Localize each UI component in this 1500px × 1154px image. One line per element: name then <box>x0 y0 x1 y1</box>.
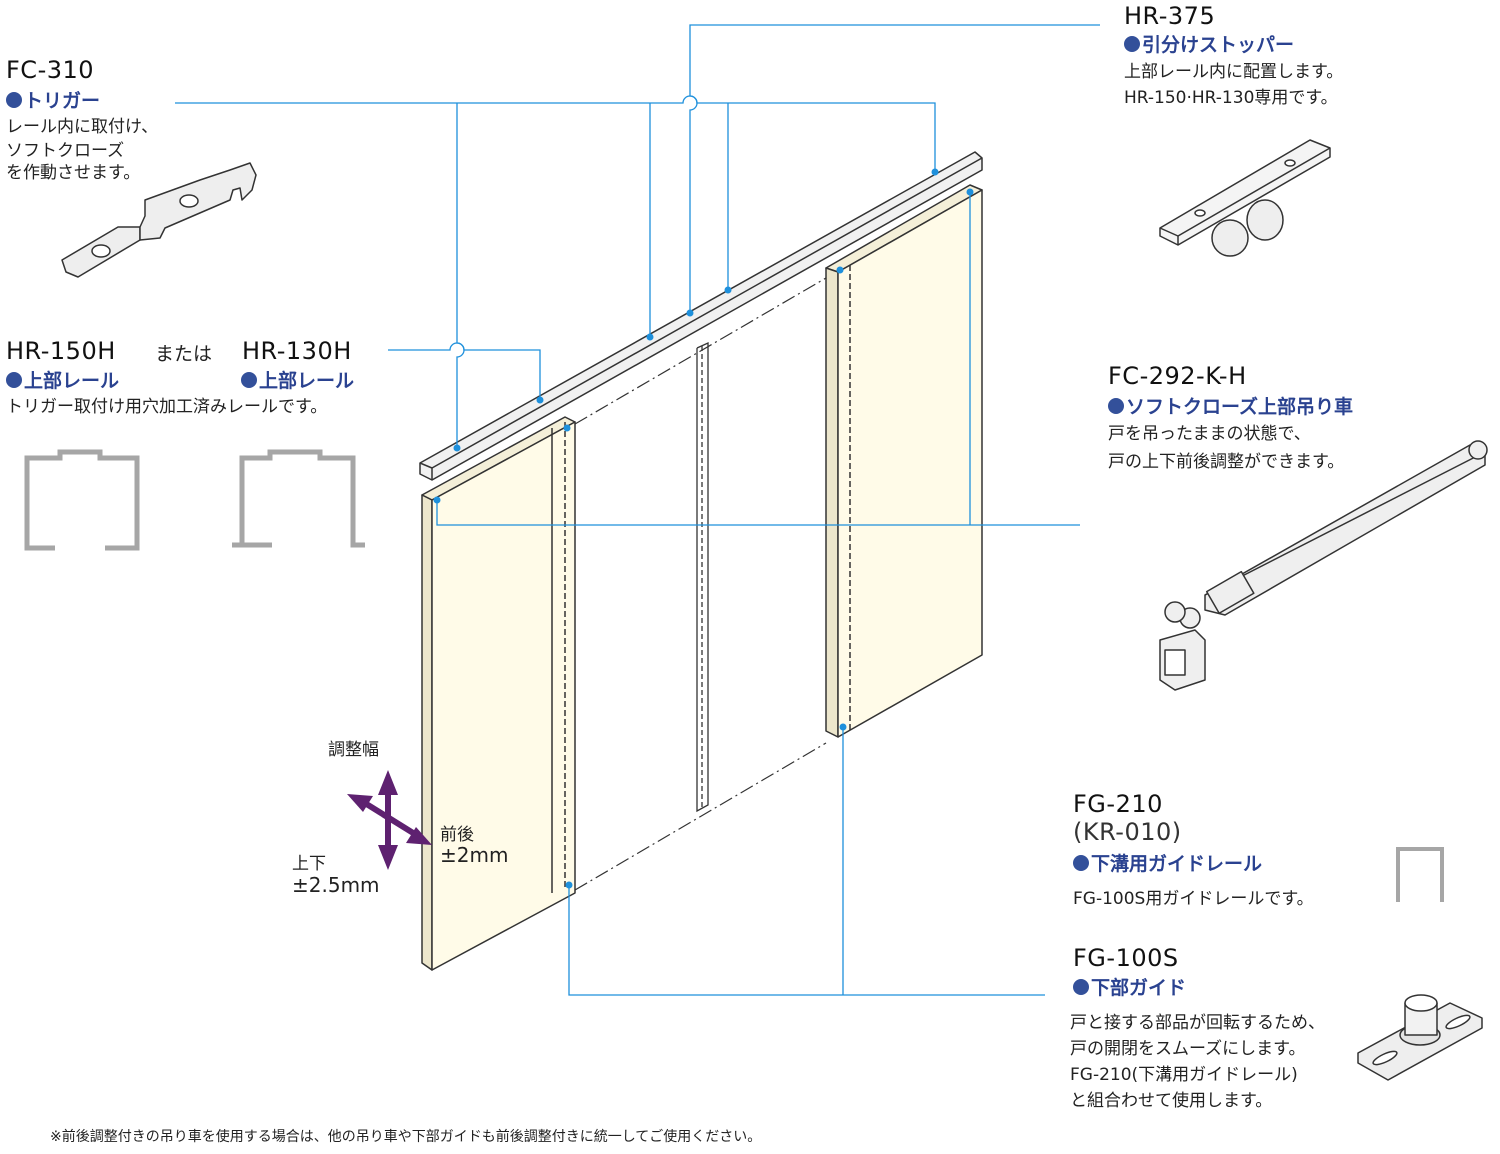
desc-line: レール内に取付け、 <box>6 117 159 137</box>
fg100s-name: 下部ガイド <box>1073 973 1186 1000</box>
fc310-trigger-illustration <box>61 162 257 278</box>
fg210-guide-rail-profile <box>1396 847 1444 902</box>
fg210-model: FG-210 <box>1073 790 1163 818</box>
bullet-icon <box>6 92 22 108</box>
adjust-front-back-value: ±2mm <box>440 843 509 867</box>
adjust-front-back-label: 前後 <box>440 825 474 845</box>
desc-line: 上部レール内に配置します。 <box>1124 62 1344 82</box>
rail-desc: トリガー取付け用穴加工済みレールです。 <box>6 397 328 417</box>
fc292-name: ソフトクローズ上部吊り車 <box>1108 392 1353 419</box>
left-door <box>421 416 576 971</box>
hr150h-rail-profile <box>24 449 140 551</box>
bullet-icon <box>1108 398 1124 414</box>
phantom-lines <box>574 277 827 891</box>
hr375-desc: 上部レール内に配置します。 HR-150·HR-130専用です。 <box>1124 59 1343 111</box>
desc-line: 戸の開閉をスムーズにします。 <box>1070 1039 1306 1059</box>
adjust-up-down-label: 上下 <box>292 854 326 874</box>
desc-line: と組合わせて使用します。 <box>1070 1091 1273 1111</box>
top-rail <box>419 151 983 481</box>
desc-line: 戸を吊ったままの状態で、 <box>1108 424 1311 444</box>
fc310-desc: レール内に取付け、 ソフトクローズ を作動させます。 <box>6 114 158 186</box>
hr130h-name: 上部レール <box>241 366 354 393</box>
adjust-arrows-icon <box>347 770 432 870</box>
fg210-alt-model: (KR-010) <box>1073 818 1182 846</box>
hr150h-name-text: 上部レール <box>24 370 120 392</box>
desc-line: ソフトクローズ <box>6 141 125 161</box>
hr375-stopper-illustration <box>1159 139 1331 257</box>
desc-line: HR-150·HR-130専用です。 <box>1124 88 1338 108</box>
bullet-icon <box>1073 855 1089 871</box>
hr130h-name-text: 上部レール <box>259 370 355 392</box>
bullet-icon <box>241 372 257 388</box>
fg100s-model: FG-100S <box>1073 944 1179 972</box>
hr130h-rail-profile <box>232 449 365 548</box>
desc-line: 戸と接する部品が回転するため、 <box>1070 1013 1325 1033</box>
fc292-model: FC-292-K-H <box>1108 362 1247 390</box>
leader-dots <box>433 168 974 889</box>
fg210-name: 下溝用ガイドレール <box>1073 849 1262 876</box>
fc310-name-text: トリガー <box>24 90 101 112</box>
adjust-up-down-value: ±2.5mm <box>292 873 380 897</box>
center-post <box>696 341 709 813</box>
or-label: または <box>155 343 213 365</box>
right-door <box>825 184 983 738</box>
hr375-model: HR-375 <box>1124 2 1216 30</box>
hr150h-model: HR-150H <box>6 337 116 365</box>
bullet-icon <box>1073 979 1089 995</box>
fg100s-desc: 戸と接する部品が回転するため、 戸の開閉をスムーズにします。 FG-210(下溝… <box>1070 1010 1325 1114</box>
hr375-name-text: 引分けストッパー <box>1142 34 1295 56</box>
fc292-name-text: ソフトクローズ上部吊り車 <box>1126 396 1354 418</box>
footnote: ※前後調整付きの吊り車を使用する場合は、他の吊り車や下部ガイドも前後調整付きに統… <box>50 1129 762 1145</box>
fg100s-name-text: 下部ガイド <box>1091 977 1187 999</box>
bullet-icon <box>1124 36 1140 52</box>
hr150h-name: 上部レール <box>6 366 119 393</box>
fg210-desc: FG-100S用ガイドレールです。 <box>1073 889 1314 909</box>
desc-line: を作動させます。 <box>6 163 141 183</box>
fc292-desc: 戸を吊ったままの状態で、 戸の上下前後調整ができます。 <box>1108 421 1344 475</box>
fg100s-guide-illustration <box>1357 994 1483 1081</box>
leader-lines <box>175 24 1100 996</box>
fc292-hanger-illustration <box>1159 440 1488 691</box>
adjust-title: 調整幅 <box>328 740 379 760</box>
hr130h-model: HR-130H <box>242 337 352 365</box>
bullet-icon <box>6 372 22 388</box>
fc310-model: FC-310 <box>6 56 95 84</box>
hr375-name: 引分けストッパー <box>1124 30 1294 57</box>
desc-line: 戸の上下前後調整ができます。 <box>1108 452 1345 472</box>
desc-line: FG-210(下溝用ガイドレール) <box>1070 1065 1298 1085</box>
fc310-name: トリガー <box>6 86 100 113</box>
fg210-name-text: 下溝用ガイドレール <box>1091 853 1263 875</box>
